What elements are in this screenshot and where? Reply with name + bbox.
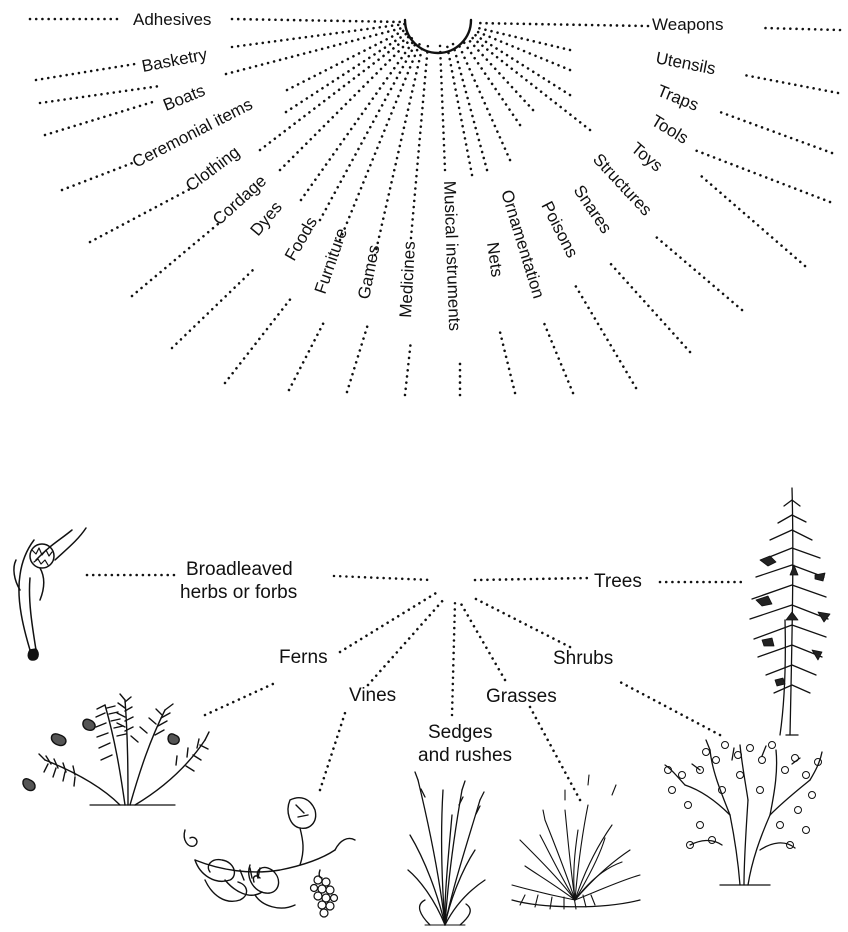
plant-ray-2: [475, 578, 588, 580]
use-label-basketry: Basketry: [140, 45, 209, 76]
plant-label-trees: Trees: [594, 571, 642, 592]
plant-label-sedges-line1: Sedges: [428, 722, 492, 743]
use-ray-27: [447, 45, 472, 175]
plant-label-grasses: Grasses: [486, 686, 557, 707]
use-ray-28: [544, 323, 573, 393]
use-label-nets: Nets: [483, 241, 507, 278]
shrub-illustration: [665, 740, 823, 885]
use-ray-38: [692, 149, 830, 202]
plant-label-broadleaved-line2: herbs or forbs: [180, 582, 297, 603]
use-label-boats: Boats: [160, 81, 207, 115]
use-ray-37: [470, 36, 590, 130]
tree-illustration: [750, 488, 830, 735]
use-label-musical-instruments: Musical instruments: [440, 180, 464, 331]
plant-ray-9: [530, 707, 580, 800]
use-ray-44: [764, 28, 840, 30]
sunburst-hub-arc: [405, 20, 471, 53]
use-label-dyes: Dyes: [247, 198, 286, 240]
use-label-traps: Traps: [655, 81, 702, 115]
use-ray-10: [90, 189, 190, 242]
use-ray-20: [347, 324, 368, 392]
use-ray-6: [45, 101, 156, 135]
use-ray-16: [225, 297, 292, 383]
use-ray-11: [260, 35, 411, 150]
use-label-medicines: Medicines: [396, 241, 419, 318]
forb-illustration: [14, 528, 86, 660]
use-ray-14: [172, 268, 255, 348]
use-ray-4: [40, 86, 160, 103]
use-ray-22: [405, 340, 411, 395]
use-ray-15: [301, 39, 415, 200]
use-label-furniture: Furniture: [311, 226, 351, 297]
use-label-poisons: Poisons: [537, 198, 581, 261]
plant-ray-12: [472, 597, 570, 647]
use-ray-8: [62, 162, 135, 190]
plant-ray-11: [620, 682, 720, 735]
use-ray-19: [340, 43, 420, 240]
plant-types: Broadleaved herbs or forbs Trees Ferns V…: [14, 488, 830, 925]
plant-label-shrubs: Shrubs: [553, 648, 613, 669]
use-ray-34: [655, 236, 742, 310]
use-ray-26: [500, 332, 515, 393]
use-ray-30: [575, 285, 636, 388]
plant-label-broadleaved-line1: Broadleaved: [186, 559, 293, 580]
vine-illustration: [184, 798, 355, 917]
plant-ray-5: [340, 593, 436, 652]
use-ray-32: [609, 262, 690, 352]
plant-label-sedges-line2: and rushes: [418, 745, 512, 766]
plant-label-vines: Vines: [349, 685, 396, 706]
use-ray-1: [232, 19, 405, 22]
use-ray-18: [289, 320, 325, 390]
use-ray-36: [700, 175, 805, 266]
sedge-illustration: [408, 772, 485, 925]
use-ray-12: [132, 224, 218, 296]
use-ray-29: [453, 44, 487, 170]
use-ray-42: [744, 75, 838, 93]
plant-ray-7: [368, 598, 445, 685]
use-ray-35: [467, 38, 533, 110]
use-label-clothing: Clothing: [182, 142, 243, 195]
use-ray-21: [375, 44, 423, 255]
plant-ray-4: [205, 683, 275, 715]
use-label-adhesives: Adhesives: [133, 10, 211, 29]
plant-ray-8: [452, 602, 455, 715]
use-label-tools: Tools: [648, 111, 692, 148]
use-ray-40: [720, 112, 832, 153]
use-label-utensils: Utensils: [654, 48, 717, 78]
use-ray-45: [475, 23, 648, 26]
plant-ray-1: [334, 576, 432, 580]
fern-illustration: [23, 694, 209, 805]
use-ray-2: [36, 64, 135, 80]
use-ray-39: [472, 33, 570, 95]
use-ray-25: [440, 45, 445, 170]
use-label-foods: Foods: [281, 214, 321, 264]
uses-sunburst: Adhesives Weapons Basketry Boats Ceremon…: [30, 10, 840, 395]
plant-label-ferns: Ferns: [279, 647, 328, 668]
use-ray-23: [411, 45, 428, 238]
use-label-weapons: Weapons: [652, 15, 724, 34]
use-label-snares: Snares: [570, 182, 616, 237]
use-ray-3: [232, 24, 405, 47]
uses-rays: [30, 19, 840, 395]
use-ray-43: [474, 27, 570, 50]
use-ray-13: [280, 37, 413, 170]
use-label-toys: Toys: [627, 139, 666, 176]
plant-ray-10: [460, 602, 505, 680]
plant-ray-6: [320, 713, 345, 790]
use-label-games: Games: [354, 243, 383, 300]
